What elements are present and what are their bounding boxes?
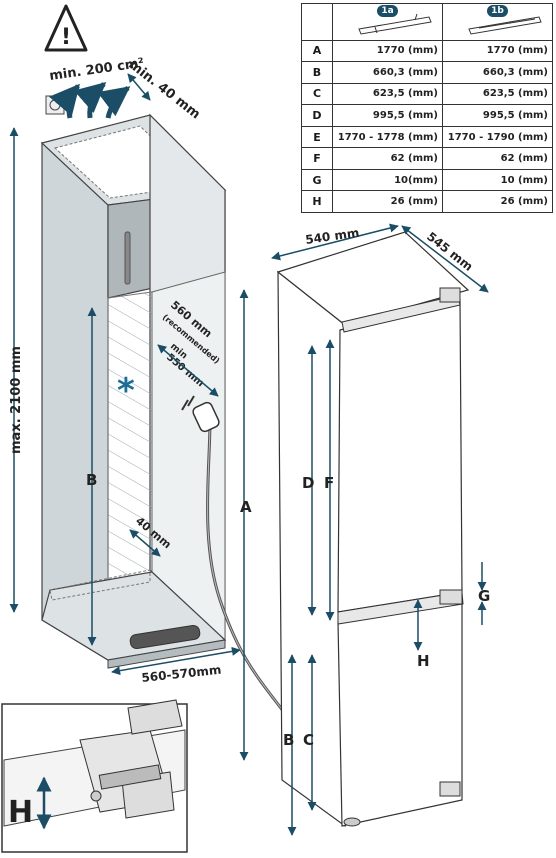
row-value-a: 1770 - 1778 (mm) — [332, 125, 443, 149]
vent-gap-label: min. 40 mm — [126, 57, 203, 122]
bracket-a-icon — [358, 14, 432, 35]
bottom-hinge-icon — [439, 781, 461, 797]
row-value-b: 995,5 (mm) — [442, 104, 553, 127]
row-value-b: 1770 - 1790 (mm) — [442, 125, 553, 149]
row-value-a: 660,3 (mm) — [332, 61, 443, 84]
row-key: B — [301, 61, 333, 84]
row-value-a: 1770 (mm) — [332, 39, 443, 63]
top-hinge-icon — [439, 287, 461, 303]
power-plug-icon — [181, 395, 220, 433]
row-key: G — [301, 168, 333, 192]
asterisk-mark: * — [117, 371, 135, 411]
variant-a-badge: 1a — [377, 5, 398, 18]
row-key: E — [301, 125, 333, 149]
hinge-detail-inset: H — [1, 699, 188, 853]
inset-h-label: H — [8, 795, 33, 830]
row-value-a: 10(mm) — [332, 168, 443, 192]
row-value-a: 62 (mm) — [332, 147, 443, 170]
variant-b-header: 1b — [442, 3, 553, 41]
row-key: D — [301, 104, 333, 127]
table-corner-cell — [301, 3, 333, 41]
width-label: 540 mm — [304, 226, 360, 247]
row-value-b: 623,5 (mm) — [442, 82, 553, 106]
niche-width-label: 560-570mm — [141, 663, 222, 685]
row-value-b: 1770 (mm) — [442, 39, 553, 63]
row-value-b: 26 (mm) — [442, 190, 553, 213]
row-value-b: 62 (mm) — [442, 147, 553, 170]
table-header-row: 1a 1b — [301, 3, 553, 41]
row-key: C — [301, 82, 333, 106]
foot-icon — [343, 817, 361, 827]
row-key: A — [301, 39, 333, 63]
airflow-arrows-icon — [49, 82, 131, 119]
vent-grill — [129, 624, 201, 650]
row-value-a: 26 (mm) — [332, 190, 443, 213]
dim-b-left-label: B — [86, 471, 97, 489]
door-handle — [124, 231, 131, 285]
variant-b-badge: 1b — [487, 5, 508, 18]
row-value-b: 660,3 (mm) — [442, 61, 553, 84]
warning-icon: ! — [44, 4, 88, 52]
dim-h-label: H — [417, 652, 430, 670]
variant-a-header: 1a — [332, 3, 443, 41]
dim-f-label: F — [324, 474, 334, 492]
middle-hinge-icon — [439, 589, 463, 605]
wall-outlet-icon — [45, 95, 65, 115]
bracket-b-icon — [468, 16, 542, 35]
row-value-a: 995,5 (mm) — [332, 104, 443, 127]
row-key: H — [301, 190, 333, 213]
svg-text:!: ! — [61, 25, 71, 50]
dim-b-right-label: B — [283, 731, 294, 749]
row-key: F — [301, 147, 333, 170]
row-value-a: 623,5 (mm) — [332, 82, 443, 106]
row-value-b: 10 (mm) — [442, 168, 553, 192]
max-height-label: max. 2100 mm — [9, 346, 24, 454]
dim-g-label: G — [478, 587, 490, 605]
dim-a-label: A — [240, 498, 252, 516]
dim-d-label: D — [302, 474, 314, 492]
dim-c-label: C — [303, 731, 314, 749]
